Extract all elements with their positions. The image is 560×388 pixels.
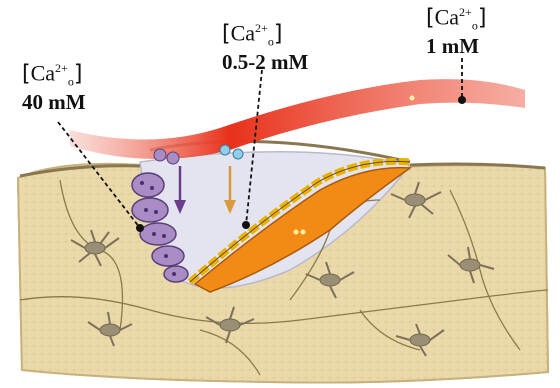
value-interstitial: 0.5-2 mM [222,52,308,73]
label-blood: [Ca2+o] 1 mM [426,6,486,57]
value-bone-surface: 40 mM [22,92,86,113]
blood-vessel-icon [70,79,525,159]
label-interstitial: [Ca2+o] 0.5-2 mM [222,22,308,73]
label-bone-surface: [Ca2+o] 40 mM [22,62,86,113]
value-blood: 1 mM [426,36,486,57]
